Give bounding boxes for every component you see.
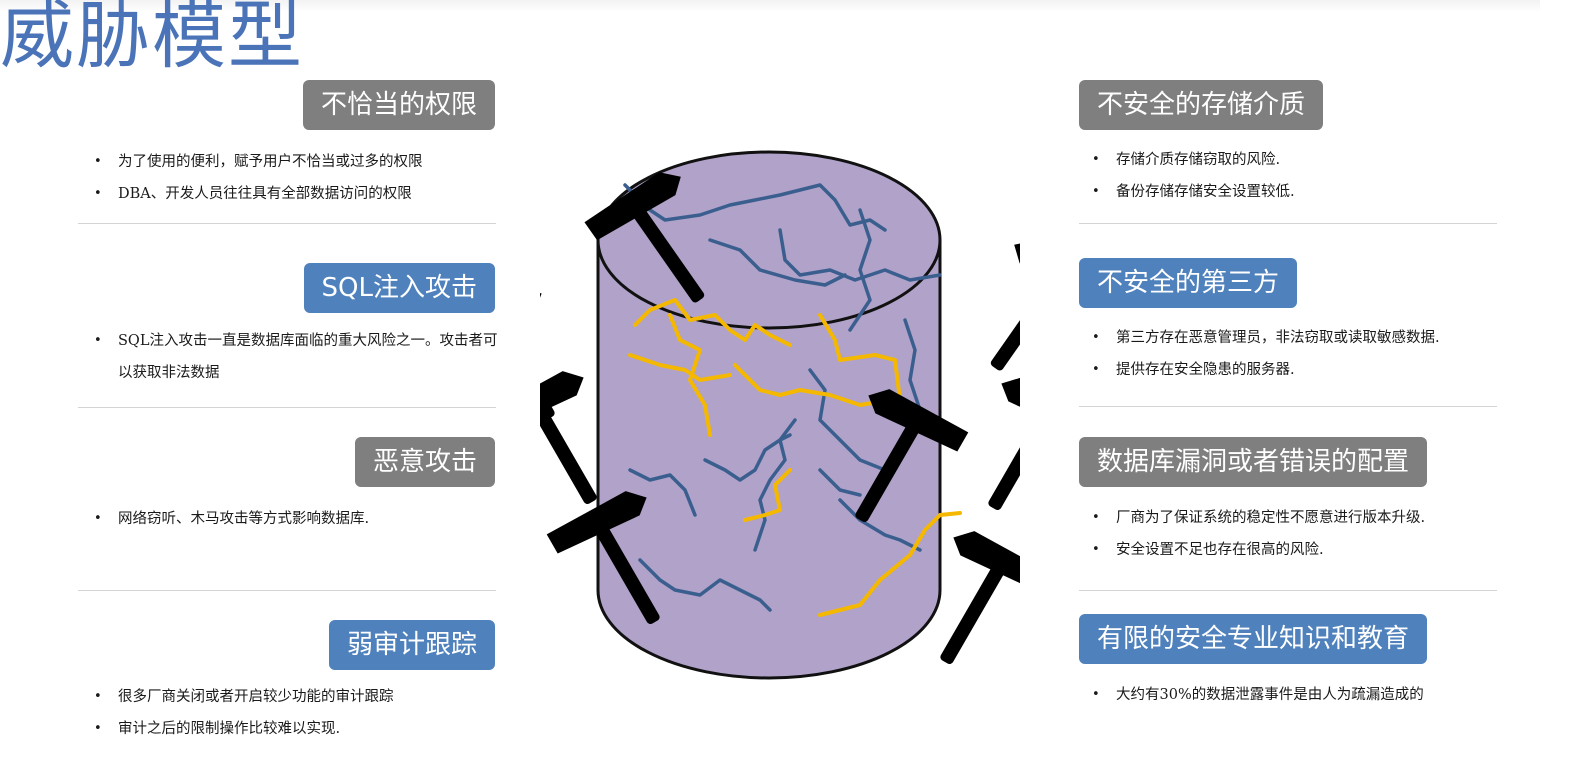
hammer-icon [540,371,597,505]
bullet-item: 安全设置不足也存在很高的风险. [1076,534,1556,566]
label-limited-expertise: 有限的安全专业知识和教育 [1079,614,1428,664]
label-sql-injection: SQL注入攻击 [303,263,495,313]
divider [1079,590,1497,591]
bullet-item: 为了使用的便利，赋予用户不恰当或过多的权限 [78,146,518,178]
label-insecure-third-party: 不安全的第三方 [1079,258,1298,308]
bullets-weak-audit: 很多厂商关闭或者开启较少功能的审计跟踪 审计之后的限制操作比较难以实现. [78,681,508,745]
label-insecure-storage: 不安全的存储介质 [1079,80,1324,130]
bullet-item: DBA、开发人员往往具有全部数据访问的权限 [78,178,518,210]
divider [1079,406,1497,407]
top-band [0,0,1540,12]
label-malicious-attack: 恶意攻击 [354,437,495,487]
bullet-item: 存储介质存储窃取的风险. [1076,144,1556,176]
bullets-improper-permissions: 为了使用的便利，赋予用户不恰当或过多的权限 DBA、开发人员往往具有全部数据访问… [78,146,518,210]
divider [78,223,496,224]
hammer-icon [940,531,1020,665]
hammer-icon [990,240,1020,371]
bullets-limited-expertise: 大约有30%的数据泄露事件是由人为疏漏造成的 [1076,679,1556,711]
bullet-item: SQL注入攻击一直是数据库面临的重大风险之一。攻击者可以获取非法数据 [78,325,508,389]
bullet-item: 大约有30%的数据泄露事件是由人为疏漏造成的 [1076,679,1556,711]
database-cylinder-diagram [540,150,1020,680]
divider [1079,223,1497,224]
label-weak-audit: 弱审计跟踪 [328,620,495,670]
bullets-malicious-attack: 网络窃听、木马攻击等方式影响数据库. [78,503,508,535]
hammer-icon [546,491,660,625]
divider [78,590,496,591]
label-improper-permissions: 不恰当的权限 [302,80,495,130]
bullet-item: 很多厂商关闭或者开启较少功能的审计跟踪 [78,681,508,713]
crack-lines-blue [623,183,942,612]
bullet-item: 厂商为了保证系统的稳定性不愿意进行版本升级. [1076,502,1556,534]
page-title: 威胁模型 [0,0,304,79]
bullet-item: 备份存储存储安全设置较低. [1076,176,1556,208]
hammer-icons [540,172,1020,665]
divider [78,407,496,408]
bullets-sql-injection: SQL注入攻击一直是数据库面临的重大风险之一。攻击者可以获取非法数据 [78,325,508,389]
bullet-item: 审计之后的限制操作比较难以实现. [78,713,508,745]
bullets-db-vulnerability: 厂商为了保证系统的稳定性不愿意进行版本升级. 安全设置不足也存在很高的风险. [1076,502,1556,566]
bullets-insecure-third-party: 第三方存在恶意管理员，非法窃取或读取敏感数据. 提供存在安全隐患的服务器. [1076,322,1556,386]
bullets-insecure-storage: 存储介质存储窃取的风险. 备份存储存储安全设置较低. [1076,144,1556,208]
bullet-item: 网络窃听、木马攻击等方式影响数据库. [78,503,508,535]
hammer-icon [988,377,1020,511]
label-db-vulnerability: 数据库漏洞或者错误的配置 [1079,437,1428,487]
hammer-icon [855,389,969,523]
bullet-item: 提供存在安全隐患的服务器. [1076,354,1556,386]
bullet-item: 第三方存在恶意管理员，非法窃取或读取敏感数据. [1076,322,1556,354]
hammer-icon [584,172,705,303]
